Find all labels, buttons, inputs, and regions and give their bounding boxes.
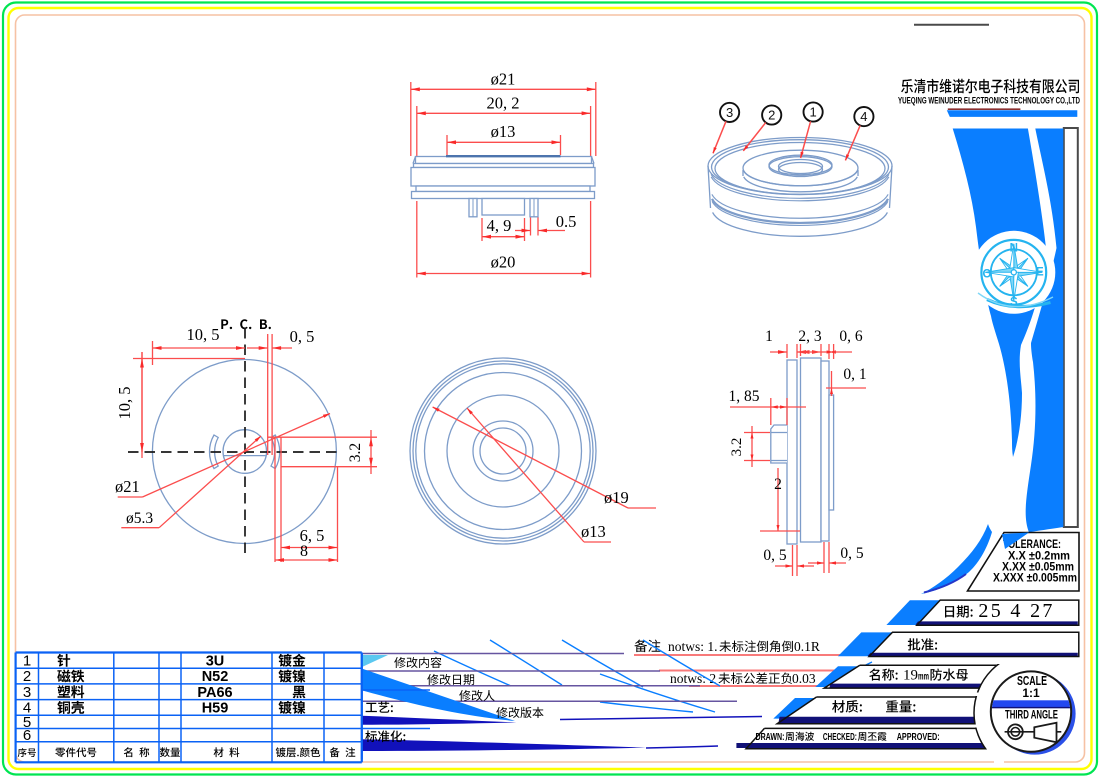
svg-text:0.1R: 0.1R bbox=[794, 639, 820, 654]
svg-text:CHECKED:: CHECKED: bbox=[823, 731, 857, 743]
svg-text:3: 3 bbox=[23, 684, 31, 701]
svg-text:X.XX ±0.05mm: X.XX ±0.05mm bbox=[1002, 562, 1074, 574]
svg-text:ø21: ø21 bbox=[491, 70, 516, 89]
svg-text:S: S bbox=[1010, 297, 1018, 309]
svg-text:ø13: ø13 bbox=[581, 522, 606, 541]
svg-text:1: 1 bbox=[765, 328, 773, 345]
svg-text:X.X ±0.2mm: X.X ±0.2mm bbox=[1008, 551, 1070, 563]
svg-text:10, 5: 10, 5 bbox=[187, 325, 220, 344]
svg-text:ø13: ø13 bbox=[491, 122, 516, 141]
svg-text:1:1: 1:1 bbox=[1022, 686, 1040, 700]
svg-text:ø21: ø21 bbox=[115, 477, 140, 496]
svg-text:0, 5: 0, 5 bbox=[290, 327, 315, 346]
svg-text:4, 9: 4, 9 bbox=[487, 216, 512, 235]
svg-text:ø5.3: ø5.3 bbox=[126, 510, 153, 527]
svg-text:5: 5 bbox=[23, 714, 31, 731]
svg-text:10, 5: 10, 5 bbox=[115, 387, 134, 420]
svg-text:O: O bbox=[983, 269, 992, 281]
svg-text:TOLERANCE:: TOLERANCE: bbox=[1003, 539, 1061, 551]
svg-text:25 4 27: 25 4 27 bbox=[978, 600, 1052, 622]
svg-text:0.5: 0.5 bbox=[556, 212, 577, 231]
svg-text:1: 1 bbox=[23, 652, 31, 669]
svg-text:3U: 3U bbox=[206, 653, 225, 669]
svg-text:19: 19 bbox=[903, 668, 918, 684]
svg-text:3.2: 3.2 bbox=[347, 443, 364, 462]
svg-text:0, 5: 0, 5 bbox=[763, 547, 787, 564]
svg-text:APPROVED:: APPROVED: bbox=[897, 731, 940, 743]
svg-text:notws: 1.: notws: 1. bbox=[668, 639, 718, 654]
svg-text:SCALE: SCALE bbox=[1017, 674, 1047, 688]
svg-text:notws: 2: notws: 2 bbox=[670, 671, 716, 686]
svg-text:X.XXX ±0.005mm: X.XXX ±0.005mm bbox=[993, 573, 1077, 585]
svg-text:6: 6 bbox=[23, 727, 31, 744]
svg-text:0, 5: 0, 5 bbox=[840, 545, 864, 562]
svg-text:0, 1: 0, 1 bbox=[843, 366, 866, 383]
svg-text:H59: H59 bbox=[202, 700, 229, 716]
svg-text:4: 4 bbox=[860, 109, 867, 124]
svg-text:1, 85: 1, 85 bbox=[729, 388, 760, 405]
svg-text:20, 2: 20, 2 bbox=[487, 94, 520, 113]
svg-text:N52: N52 bbox=[202, 669, 229, 685]
svg-text:ø20: ø20 bbox=[491, 253, 516, 272]
svg-text:THIRD ANGLE: THIRD ANGLE bbox=[1005, 710, 1058, 722]
svg-text:ø19: ø19 bbox=[604, 488, 629, 507]
svg-text:mm: mm bbox=[918, 672, 929, 683]
svg-text:2: 2 bbox=[768, 108, 775, 123]
svg-text:YUEQING WEINUDER ELECTRONICS T: YUEQING WEINUDER ELECTRONICS TECHNOLOGY … bbox=[898, 96, 1080, 107]
svg-text:0.03: 0.03 bbox=[792, 671, 816, 686]
svg-text:E: E bbox=[1036, 267, 1044, 279]
svg-text:4: 4 bbox=[23, 699, 31, 716]
svg-text:N: N bbox=[1010, 242, 1018, 254]
svg-text:3: 3 bbox=[726, 105, 733, 120]
svg-text:8: 8 bbox=[300, 543, 308, 560]
svg-text:2, 3: 2, 3 bbox=[798, 328, 822, 345]
svg-text:PA66: PA66 bbox=[197, 685, 232, 701]
svg-text:2: 2 bbox=[774, 476, 782, 493]
svg-text:0, 6: 0, 6 bbox=[839, 328, 863, 345]
svg-text:1: 1 bbox=[809, 105, 816, 120]
svg-text:6, 5: 6, 5 bbox=[300, 526, 325, 545]
svg-text:3.2: 3.2 bbox=[729, 438, 745, 457]
svg-text:2: 2 bbox=[23, 668, 31, 685]
svg-text:DRAWN:: DRAWN: bbox=[756, 731, 785, 743]
